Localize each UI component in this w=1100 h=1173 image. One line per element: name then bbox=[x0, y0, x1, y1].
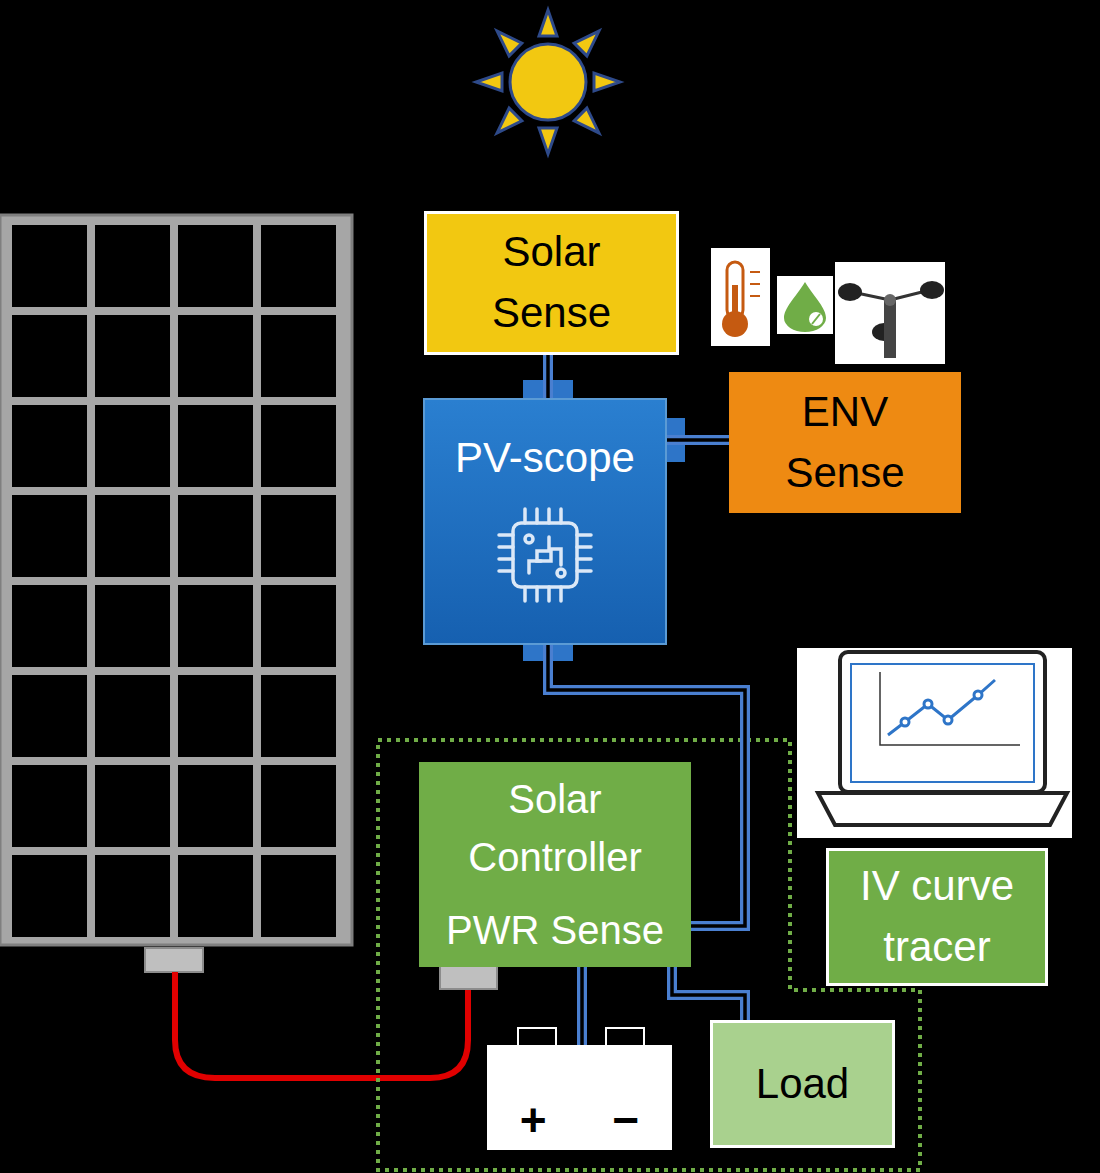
node-label: Solar Sense bbox=[467, 222, 637, 344]
node-label: IV curve tracer bbox=[837, 856, 1037, 978]
controller-terminal bbox=[440, 965, 497, 989]
node-label: PV-scope bbox=[455, 428, 635, 489]
load-box: Load bbox=[710, 1020, 895, 1148]
chip-icon bbox=[493, 503, 597, 607]
signal-cable bbox=[582, 967, 583, 1045]
tracer-box: IV curve tracer bbox=[826, 848, 1048, 986]
node-label: ENV Sense bbox=[770, 382, 920, 504]
anemometer-icon bbox=[835, 262, 945, 364]
terminal-sign: + bbox=[520, 1095, 547, 1146]
node-label: PWR Sense bbox=[446, 901, 664, 959]
terminal-sign: − bbox=[612, 1095, 639, 1146]
node-label: Load bbox=[756, 1054, 849, 1115]
controller-box: PV-scope bbox=[423, 398, 667, 645]
humidity-icon bbox=[777, 276, 833, 334]
laptop-icon bbox=[797, 648, 1072, 838]
controller-box: Solar Controller bbox=[419, 762, 691, 894]
sensor-box: ENV Sense bbox=[729, 372, 961, 513]
sun-icon bbox=[476, 10, 620, 154]
battery-symbol: +− bbox=[487, 1045, 672, 1150]
thermometer-icon bbox=[711, 248, 770, 346]
sensor-box: PWR Sense bbox=[419, 893, 691, 967]
signal-cable bbox=[548, 355, 549, 398]
solar-panel bbox=[0, 215, 352, 972]
signal-cable bbox=[667, 440, 729, 441]
sensor-box: Solar Sense bbox=[424, 211, 679, 355]
power-cable bbox=[175, 972, 468, 1078]
signal-cable bbox=[672, 967, 745, 1020]
node-label: Solar Controller bbox=[435, 770, 675, 886]
